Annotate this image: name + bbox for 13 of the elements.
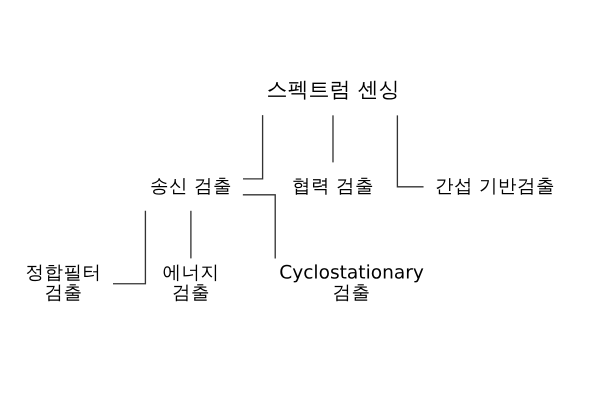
connector [332, 115, 334, 162]
node-text: 간섭 기반검출 [435, 176, 555, 197]
connector [113, 210, 146, 284]
node-text: 스펙트럼 센싱 [266, 77, 400, 102]
connector [396, 115, 424, 188]
node-text: 송신 검출 [150, 176, 232, 197]
node-text: 에너지 검출 [162, 262, 220, 304]
node-text: 협력 검출 [292, 176, 374, 197]
node-text: Cyclostationary 검출 [279, 262, 424, 304]
connector [243, 115, 264, 180]
connector [190, 210, 192, 258]
connector [242, 194, 276, 259]
node-text: 정합필터 검출 [25, 262, 102, 304]
